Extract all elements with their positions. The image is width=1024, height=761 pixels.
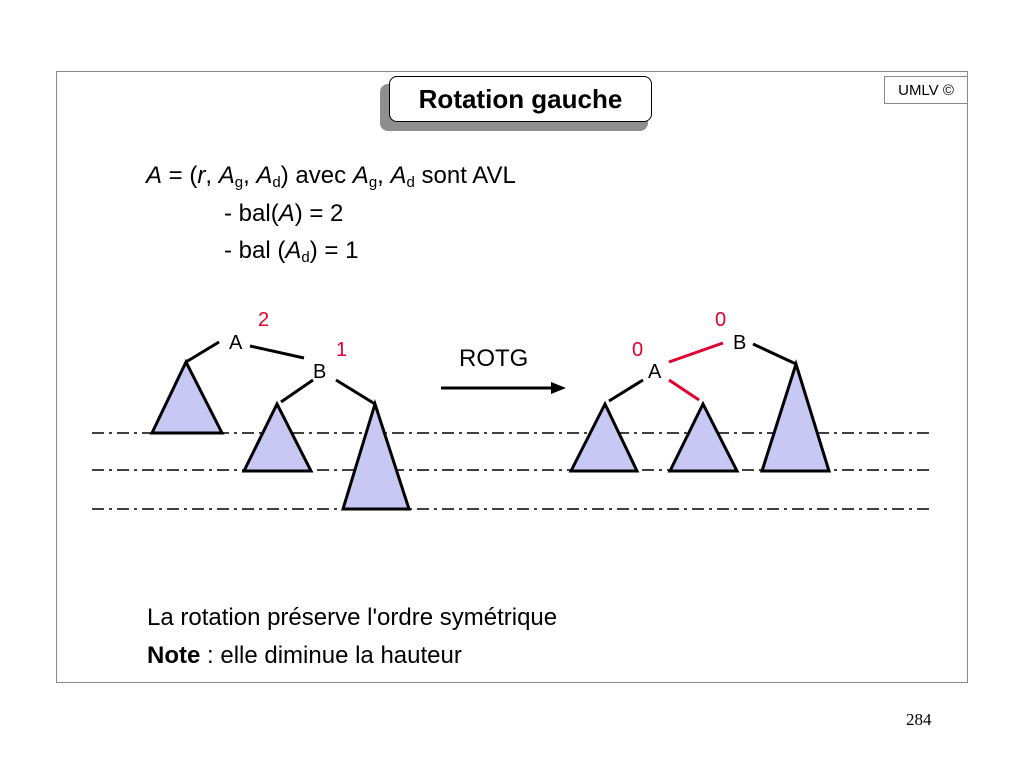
slide-frame [56,71,968,683]
after-tree [568,358,832,473]
node-label-A: A [229,332,243,354]
definition-line-1: A = (r, Ag, Ad) avec Ag, Ad sont AVL [146,162,516,191]
node-label-B: B [313,361,326,383]
copyright-badge: UMLV © [884,76,968,104]
edge-A-right [668,378,700,402]
edge-A-left [608,378,644,403]
definition-line-3: - bal (Ad) = 1 [224,237,359,266]
node-label-A-after: A [648,361,662,383]
operation-label: ROTG [459,345,528,372]
edge-B-left [280,378,314,404]
note-line-2: Note : elle diminue la hauteur [147,642,462,669]
balance-A: 2 [258,309,269,331]
subtree-triangle-B-right [340,398,412,511]
edge-B-right [752,342,797,366]
balance-B: 1 [336,339,347,361]
subtree-triangle-Ad-right [759,358,832,473]
note-line-1: La rotation préserve l'ordre symétrique [147,604,558,631]
edge-B-A [668,341,724,364]
page-number: 284 [906,710,932,729]
slide-title: Rotation gauche [389,76,652,122]
edge-B-right [335,378,376,406]
edge-A-B [249,344,305,360]
balance-B-after: 0 [715,309,726,331]
balance-A-after: 0 [632,339,643,361]
node-label-B-after: B [733,332,746,354]
operation-arrow [441,382,566,394]
subtree-triangle-A-left [568,400,640,473]
subtree-triangle-A-right [667,400,740,473]
definition-line-2: - bal(A) = 2 [224,200,344,227]
subtree-triangle-B-left [241,400,314,473]
subtree-triangle-Ag [149,358,225,435]
before-tree [149,358,412,511]
edge-A-left [185,340,220,364]
